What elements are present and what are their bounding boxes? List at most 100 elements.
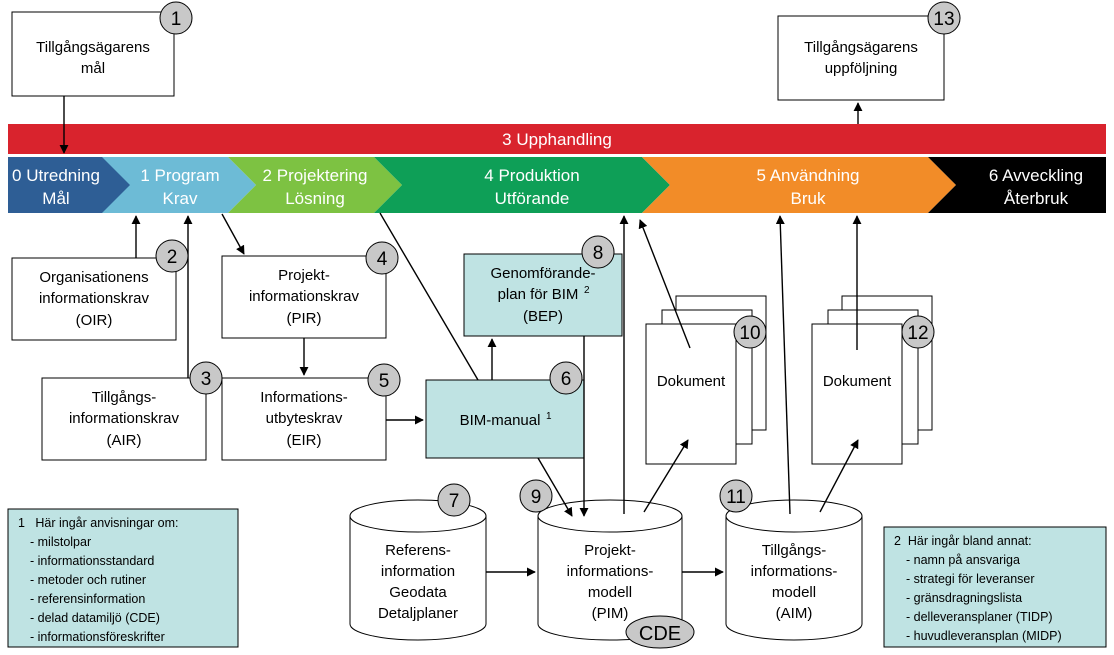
badge-7 (437, 483, 471, 517)
box-owner-followup (777, 15, 945, 101)
badge-2 (155, 239, 189, 273)
cylinder-pim-line4: (PIM) (592, 605, 629, 622)
arrow-pim-to-doc10 (643, 439, 689, 513)
note2-item-2: - strategi för leveranser (906, 572, 1035, 586)
cylinder-referens-line4: Detaljplaner (378, 605, 458, 622)
box-pir-line3: (PIR) (287, 310, 322, 327)
badge-10-label: 10 (739, 323, 760, 344)
doc10-label: Dokument (657, 373, 726, 390)
badge-12-label: 12 (907, 323, 928, 344)
badge-4 (365, 241, 399, 275)
phase-utredning-title: 0 Utredning (12, 166, 100, 185)
box-bim-manual-label: BIM-manual (460, 412, 541, 429)
box-oir-line1: Organisationens (39, 269, 148, 286)
badge-13-label: 13 (933, 9, 954, 30)
box-bep-line3: (BEP) (523, 308, 563, 325)
arrow-aim-to-anvandning (775, 215, 791, 515)
badge-6-label: 6 (561, 369, 572, 390)
cylinder-pim-top (537, 499, 683, 533)
cylinder-aim-top (725, 499, 863, 533)
arrow-aim-to-doc12 (819, 439, 859, 513)
phase-produktion (374, 157, 670, 213)
cylinder-referens-line2: information (381, 563, 455, 580)
note1-item-5: - delad datamiljö (CDE) (30, 611, 160, 625)
box-bep-line1: Genomförande- (490, 265, 595, 282)
phase-program (102, 157, 256, 213)
note1-item-3: - metoder och rutiner (30, 573, 146, 587)
note2-item-4: - delleveransplaner (TIDP) (906, 610, 1053, 624)
cylinder-aim-line4: (AIM) (776, 605, 813, 622)
arrow-doc10-to-produktion (638, 219, 691, 349)
note1-heading: 1 Här ingår anvisningar om: (18, 516, 179, 530)
cylinder-aim-line1: Tillgångs- (762, 542, 826, 559)
phase-avveckling-subtitle: Återbruk (1004, 189, 1069, 208)
badge-8 (581, 235, 615, 269)
phase-projektering-title: 2 Projektering (263, 166, 368, 185)
phase-projektering (228, 157, 402, 213)
box-owner-goal-line1: Tillgångsägarens (36, 39, 150, 56)
phase-produktion-title: 4 Produktion (484, 166, 579, 185)
phase-anvandning (642, 157, 956, 213)
box-pir-line1: Projekt- (278, 267, 330, 284)
box-owner-followup-line1: Tillgångsägarens (804, 39, 918, 56)
box-owner-followup-line2: uppföljning (825, 60, 898, 77)
cylinder-pim-line3: modell (588, 584, 632, 601)
phase-program-subtitle: Krav (163, 189, 198, 208)
cylinder-aim-line2: informations- (751, 563, 838, 580)
box-eir-line1: Informations- (260, 389, 348, 406)
procurement-bar (8, 124, 1106, 154)
phase-avveckling-title: 6 Avveckling (989, 166, 1083, 185)
box-air-line2: informationskrav (69, 410, 180, 427)
cylinder-aim (725, 499, 863, 641)
box-oir (11, 257, 177, 341)
cylinder-pim-line2: informations- (567, 563, 654, 580)
badge-1-label: 1 (171, 9, 182, 30)
badge-8-label: 8 (593, 243, 604, 264)
box-eir-line3: (EIR) (287, 432, 322, 449)
note2-box (883, 526, 1107, 648)
cde-pill (625, 615, 695, 649)
cylinder-referens-line3: Geodata (389, 584, 447, 601)
note2-item-5: - huvudleveransplan (MIDP) (906, 629, 1062, 643)
badge-3 (189, 361, 223, 395)
badge-11 (719, 479, 753, 513)
note1-item-6: - informationsföreskrifter (30, 630, 165, 644)
note1-item-1: - milstolpar (30, 535, 91, 549)
phase-avveckling (928, 157, 1106, 213)
phase-utredning-subtitle: Mål (42, 189, 69, 208)
box-bim-manual (425, 379, 585, 459)
cylinder-pim-line1: Projekt- (584, 542, 636, 559)
badge-6 (549, 361, 583, 395)
badge-5-label: 5 (379, 371, 390, 392)
box-air-line1: Tillgångs- (92, 389, 156, 406)
line-projektering-to-bim (379, 212, 479, 381)
phase-program-title: 1 Program (140, 166, 219, 185)
procurement-bar-label: 3 Upphandling (502, 130, 612, 149)
badge-1 (159, 1, 193, 35)
note1-item-4: - referensinformation (30, 592, 145, 606)
box-pir-line2: informationskrav (249, 288, 360, 305)
box-owner-goal (11, 11, 175, 97)
cylinder-aim-line3: modell (772, 584, 816, 601)
phase-utredning (8, 157, 140, 213)
phase-projektering-subtitle: Lösning (285, 189, 345, 208)
badge-12 (901, 315, 935, 349)
box-bim-manual-sup: 1 (546, 411, 552, 422)
box-air-line3: (AIR) (107, 432, 142, 449)
box-oir-line3: (OIR) (76, 312, 113, 329)
doc12-label: Dokument (823, 373, 892, 390)
phase-anvandning-subtitle: Bruk (791, 189, 826, 208)
badge-9-label: 9 (531, 487, 542, 508)
phase-anvandning-title: 5 Användning (756, 166, 859, 185)
badge-5 (367, 363, 401, 397)
cde-label: CDE (639, 623, 681, 645)
badge-11-label: 11 (726, 487, 746, 508)
badge-7-label: 7 (449, 491, 460, 512)
box-bep-line2-text: plan för BIM (498, 286, 579, 303)
badge-3-label: 3 (201, 369, 212, 390)
cylinder-referens-line1: Referens- (385, 542, 451, 559)
box-bep-line2: plan för BIM (498, 286, 579, 303)
arrow-program-to-pir (221, 213, 245, 255)
arrow-bim-to-pim (537, 457, 573, 517)
